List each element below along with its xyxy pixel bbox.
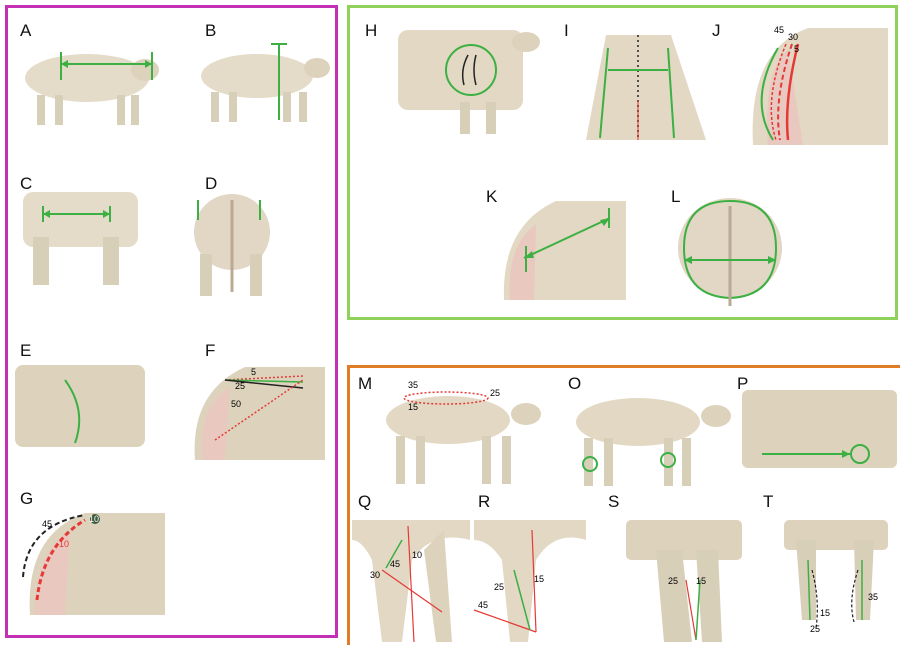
label-E: E (20, 342, 31, 359)
panel-C-front-view (15, 192, 145, 287)
R-label-25: 25 (494, 582, 504, 592)
panel-J-rump-arcs: 45 30 5 (748, 20, 888, 148)
label-F: F (205, 342, 215, 359)
G-label-10-top: 10 (89, 514, 99, 524)
F-label-50: 50 (231, 399, 241, 409)
M-label-15: 15 (408, 402, 418, 412)
label-O: O (568, 375, 581, 392)
label-J: J (712, 22, 721, 39)
Q-label-10: 10 (412, 550, 422, 560)
panel-D-rear-view (190, 192, 275, 302)
label-D: D (205, 175, 217, 192)
R-label-45: 45 (478, 600, 488, 610)
G-label-10: 10 (59, 539, 69, 549)
panel-L-rear-width (672, 196, 792, 308)
panel-F-hindquarter-angles: 5 25 50 (185, 362, 325, 462)
R-label-15: 15 (534, 574, 544, 584)
panel-P-body-close (742, 390, 900, 472)
F-label-25: 25 (235, 381, 245, 391)
S-label-25: 25 (668, 576, 678, 586)
label-M: M (358, 375, 372, 392)
J-label-30: 30 (788, 32, 798, 42)
T-label-15: 15 (820, 608, 830, 618)
J-label-5: 5 (794, 44, 799, 54)
F-label-5: 5 (251, 367, 256, 377)
G-label-45: 45 (42, 519, 52, 529)
panel-H-cow-rear-side (398, 30, 543, 140)
panel-I-top-view (566, 30, 711, 142)
T-label-35: 35 (868, 592, 878, 602)
panel-S-hind-leg-rear: 25 15 (626, 520, 744, 642)
panel-E-hindquarter (15, 365, 150, 450)
panel-M-cow-topline: 35 15 25 (378, 388, 548, 488)
J-label-45: 45 (774, 25, 784, 35)
panel-Q-hind-leg-angle: 10 45 30 (352, 520, 470, 642)
panel-G-rump-curves: 45 10 10 (15, 505, 165, 617)
label-A: A (20, 22, 31, 39)
panel-A-cow-side (15, 40, 165, 130)
label-B: B (205, 22, 216, 39)
S-label-15: 15 (696, 576, 706, 586)
panel-B-cow-side (195, 40, 335, 130)
Q-label-30: 30 (370, 570, 380, 580)
label-T: T (763, 493, 773, 510)
label-H: H (365, 22, 377, 39)
panel-O-cow-joints (568, 392, 738, 492)
label-Q: Q (358, 493, 371, 510)
panel-T-legs-rear: 35 15 25 (784, 520, 890, 642)
M-label-35: 35 (408, 380, 418, 390)
T-label-25: 25 (810, 624, 820, 634)
Q-label-45: 45 (390, 559, 400, 569)
label-S: S (608, 493, 619, 510)
label-C: C (20, 175, 32, 192)
panel-R-hind-leg-angle: 15 25 45 (474, 520, 586, 642)
panel-K-rump-length (496, 196, 628, 302)
M-label-25: 25 (490, 388, 500, 398)
label-R: R (478, 493, 490, 510)
